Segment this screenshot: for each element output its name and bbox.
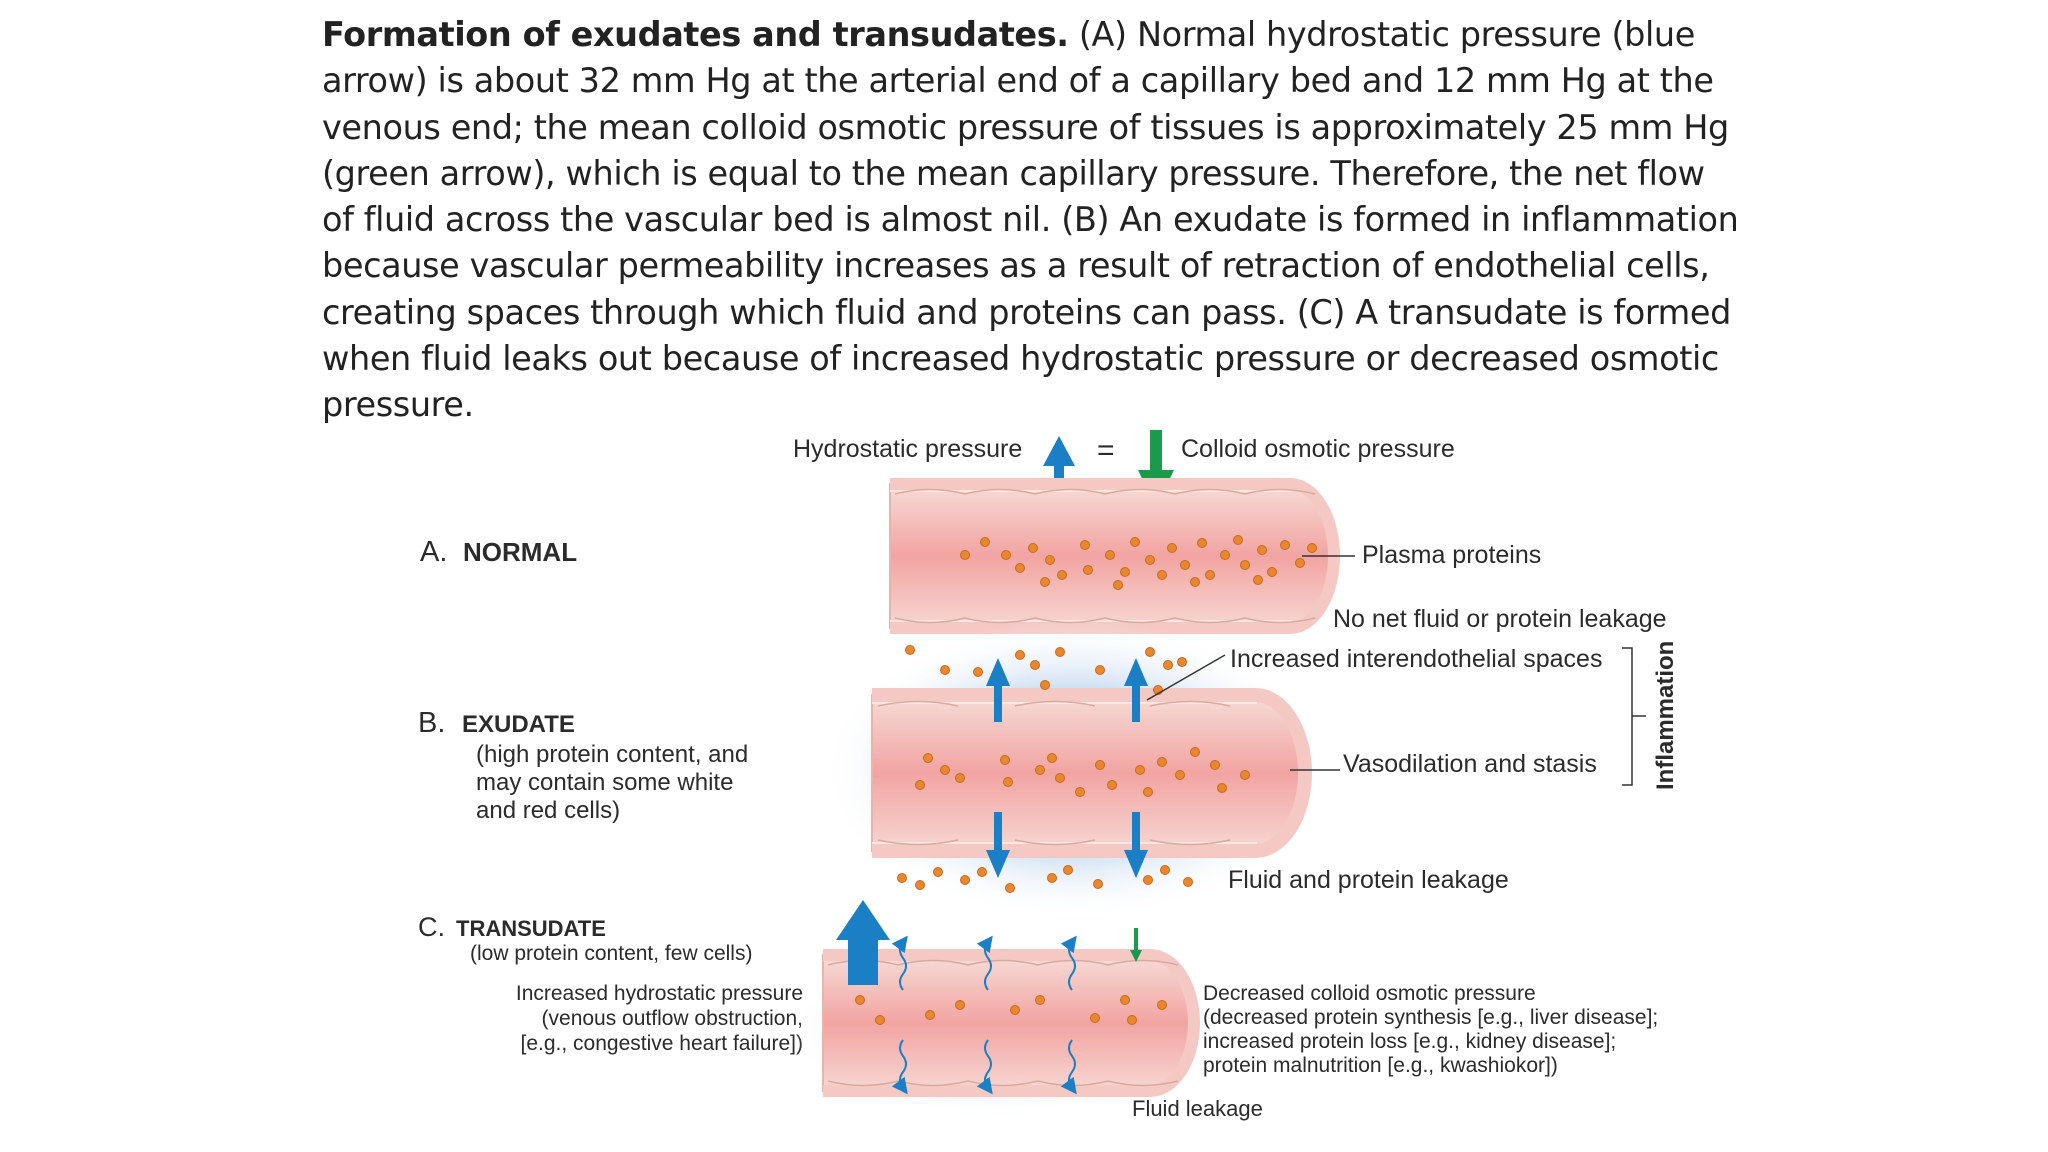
exudate-arrows-up xyxy=(986,658,1148,722)
fluid-leakage-squiggles xyxy=(891,935,1077,1095)
interendothelial-spaces-label: Increased interendothelial spaces xyxy=(1230,645,1602,673)
malnutrition-label: protein malnutrition [e.g., kwashiokor]) xyxy=(1203,1054,1558,1077)
transudate-desc: (low protein content, few cells) xyxy=(470,942,752,965)
vasodilation-stasis-label: Vasodilation and stasis xyxy=(1343,750,1597,778)
increased-loss-label: increased protein loss [e.g., kidney dis… xyxy=(1203,1030,1616,1053)
colloid-osmotic-pressure-label: Colloid osmotic pressure xyxy=(1181,435,1455,463)
panel-normal: A. NORMAL Plasma proteins No net xyxy=(420,478,1667,634)
exudate-desc-line1: (high protein content, and xyxy=(476,741,748,768)
exudate-proteins xyxy=(897,645,1250,893)
panel-transudate: C. TRANSUDATE (low protein content, few … xyxy=(418,900,1658,1121)
exudate-desc-line3: and red cells) xyxy=(476,797,620,824)
inflammation-bracket xyxy=(1622,647,1646,786)
exudate-letter: B. xyxy=(418,707,445,739)
exudate-arrows-down xyxy=(986,812,1148,878)
caption-title: Formation of exudates and transudates. xyxy=(322,15,1069,54)
no-net-leakage-label: No net fluid or protein leakage xyxy=(1333,605,1667,633)
inflammation-label: Inflammation xyxy=(1652,641,1679,790)
venous-outflow-label: (venous outflow obstruction, xyxy=(542,1007,803,1030)
normal-letter: A. xyxy=(420,536,447,568)
transudate-vessel xyxy=(822,949,1200,1097)
hydrostatic-pressure-label: Hydrostatic pressure xyxy=(793,435,1022,463)
endothelial-cells-top xyxy=(894,488,1316,624)
decreased-colloid-label: Decreased colloid osmotic pressure xyxy=(1203,982,1536,1005)
normal-proteins xyxy=(960,535,1317,590)
transudate-proteins xyxy=(855,995,1167,1025)
caption-text: (A) Normal hydrostatic pressure (blue ar… xyxy=(322,15,1739,425)
exudate-desc-line2: may contain some white xyxy=(476,769,733,796)
large-hydrostatic-arrow-icon xyxy=(836,900,890,985)
increased-hydrostatic-label: Increased hydrostatic pressure xyxy=(516,982,803,1005)
panel-exudate: B. EXUDATE (high protein content, and ma… xyxy=(418,620,1679,920)
small-osmotic-arrow-icon xyxy=(1130,928,1142,962)
normal-title: NORMAL xyxy=(463,537,577,567)
fluid-protein-leakage-label: Fluid and protein leakage xyxy=(1228,866,1509,894)
transudate-title: TRANSUDATE xyxy=(456,916,606,941)
equals-sign: = xyxy=(1097,434,1115,467)
decreased-synthesis-label: (decreased protein synthesis [e.g., live… xyxy=(1203,1006,1658,1029)
figure-caption: Formation of exudates and transudates. (… xyxy=(322,12,1742,429)
exudate-vessel xyxy=(871,688,1312,858)
exudate-title: EXUDATE xyxy=(462,711,575,738)
plasma-proteins-label: Plasma proteins xyxy=(1362,541,1541,569)
transudate-letter: C. xyxy=(418,912,445,942)
interendothelial-pointer xyxy=(1146,654,1226,701)
heart-failure-label: [e.g., congestive heart failure]) xyxy=(521,1032,804,1055)
fluid-leakage-label: Fluid leakage xyxy=(1132,1096,1263,1121)
